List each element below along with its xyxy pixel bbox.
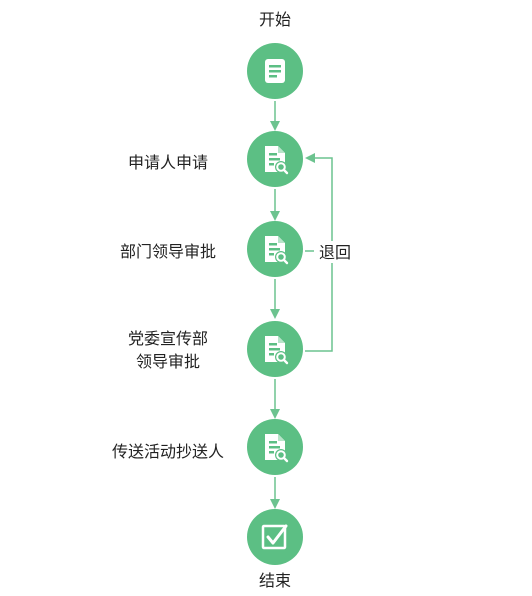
document-icon [265, 59, 285, 83]
node-apply[interactable] [247, 131, 303, 187]
node-party-label-line2: 领导审批 [136, 352, 200, 371]
return-label: 退回 [319, 243, 351, 262]
node-end-label: 结束 [259, 571, 291, 590]
node-start[interactable] [247, 43, 303, 99]
node-dept-label: 部门领导审批 [120, 242, 216, 261]
node-party-label-line1: 党委宣传部 [128, 329, 208, 348]
node-start-label: 开始 [259, 10, 291, 29]
node-cc[interactable] [247, 419, 303, 475]
node-cc-label: 传送活动抄送人 [112, 442, 224, 461]
node-dept[interactable] [247, 221, 303, 277]
node-end[interactable] [247, 509, 303, 565]
node-party[interactable] [247, 321, 303, 377]
node-apply-label: 申请人申请 [128, 153, 208, 172]
